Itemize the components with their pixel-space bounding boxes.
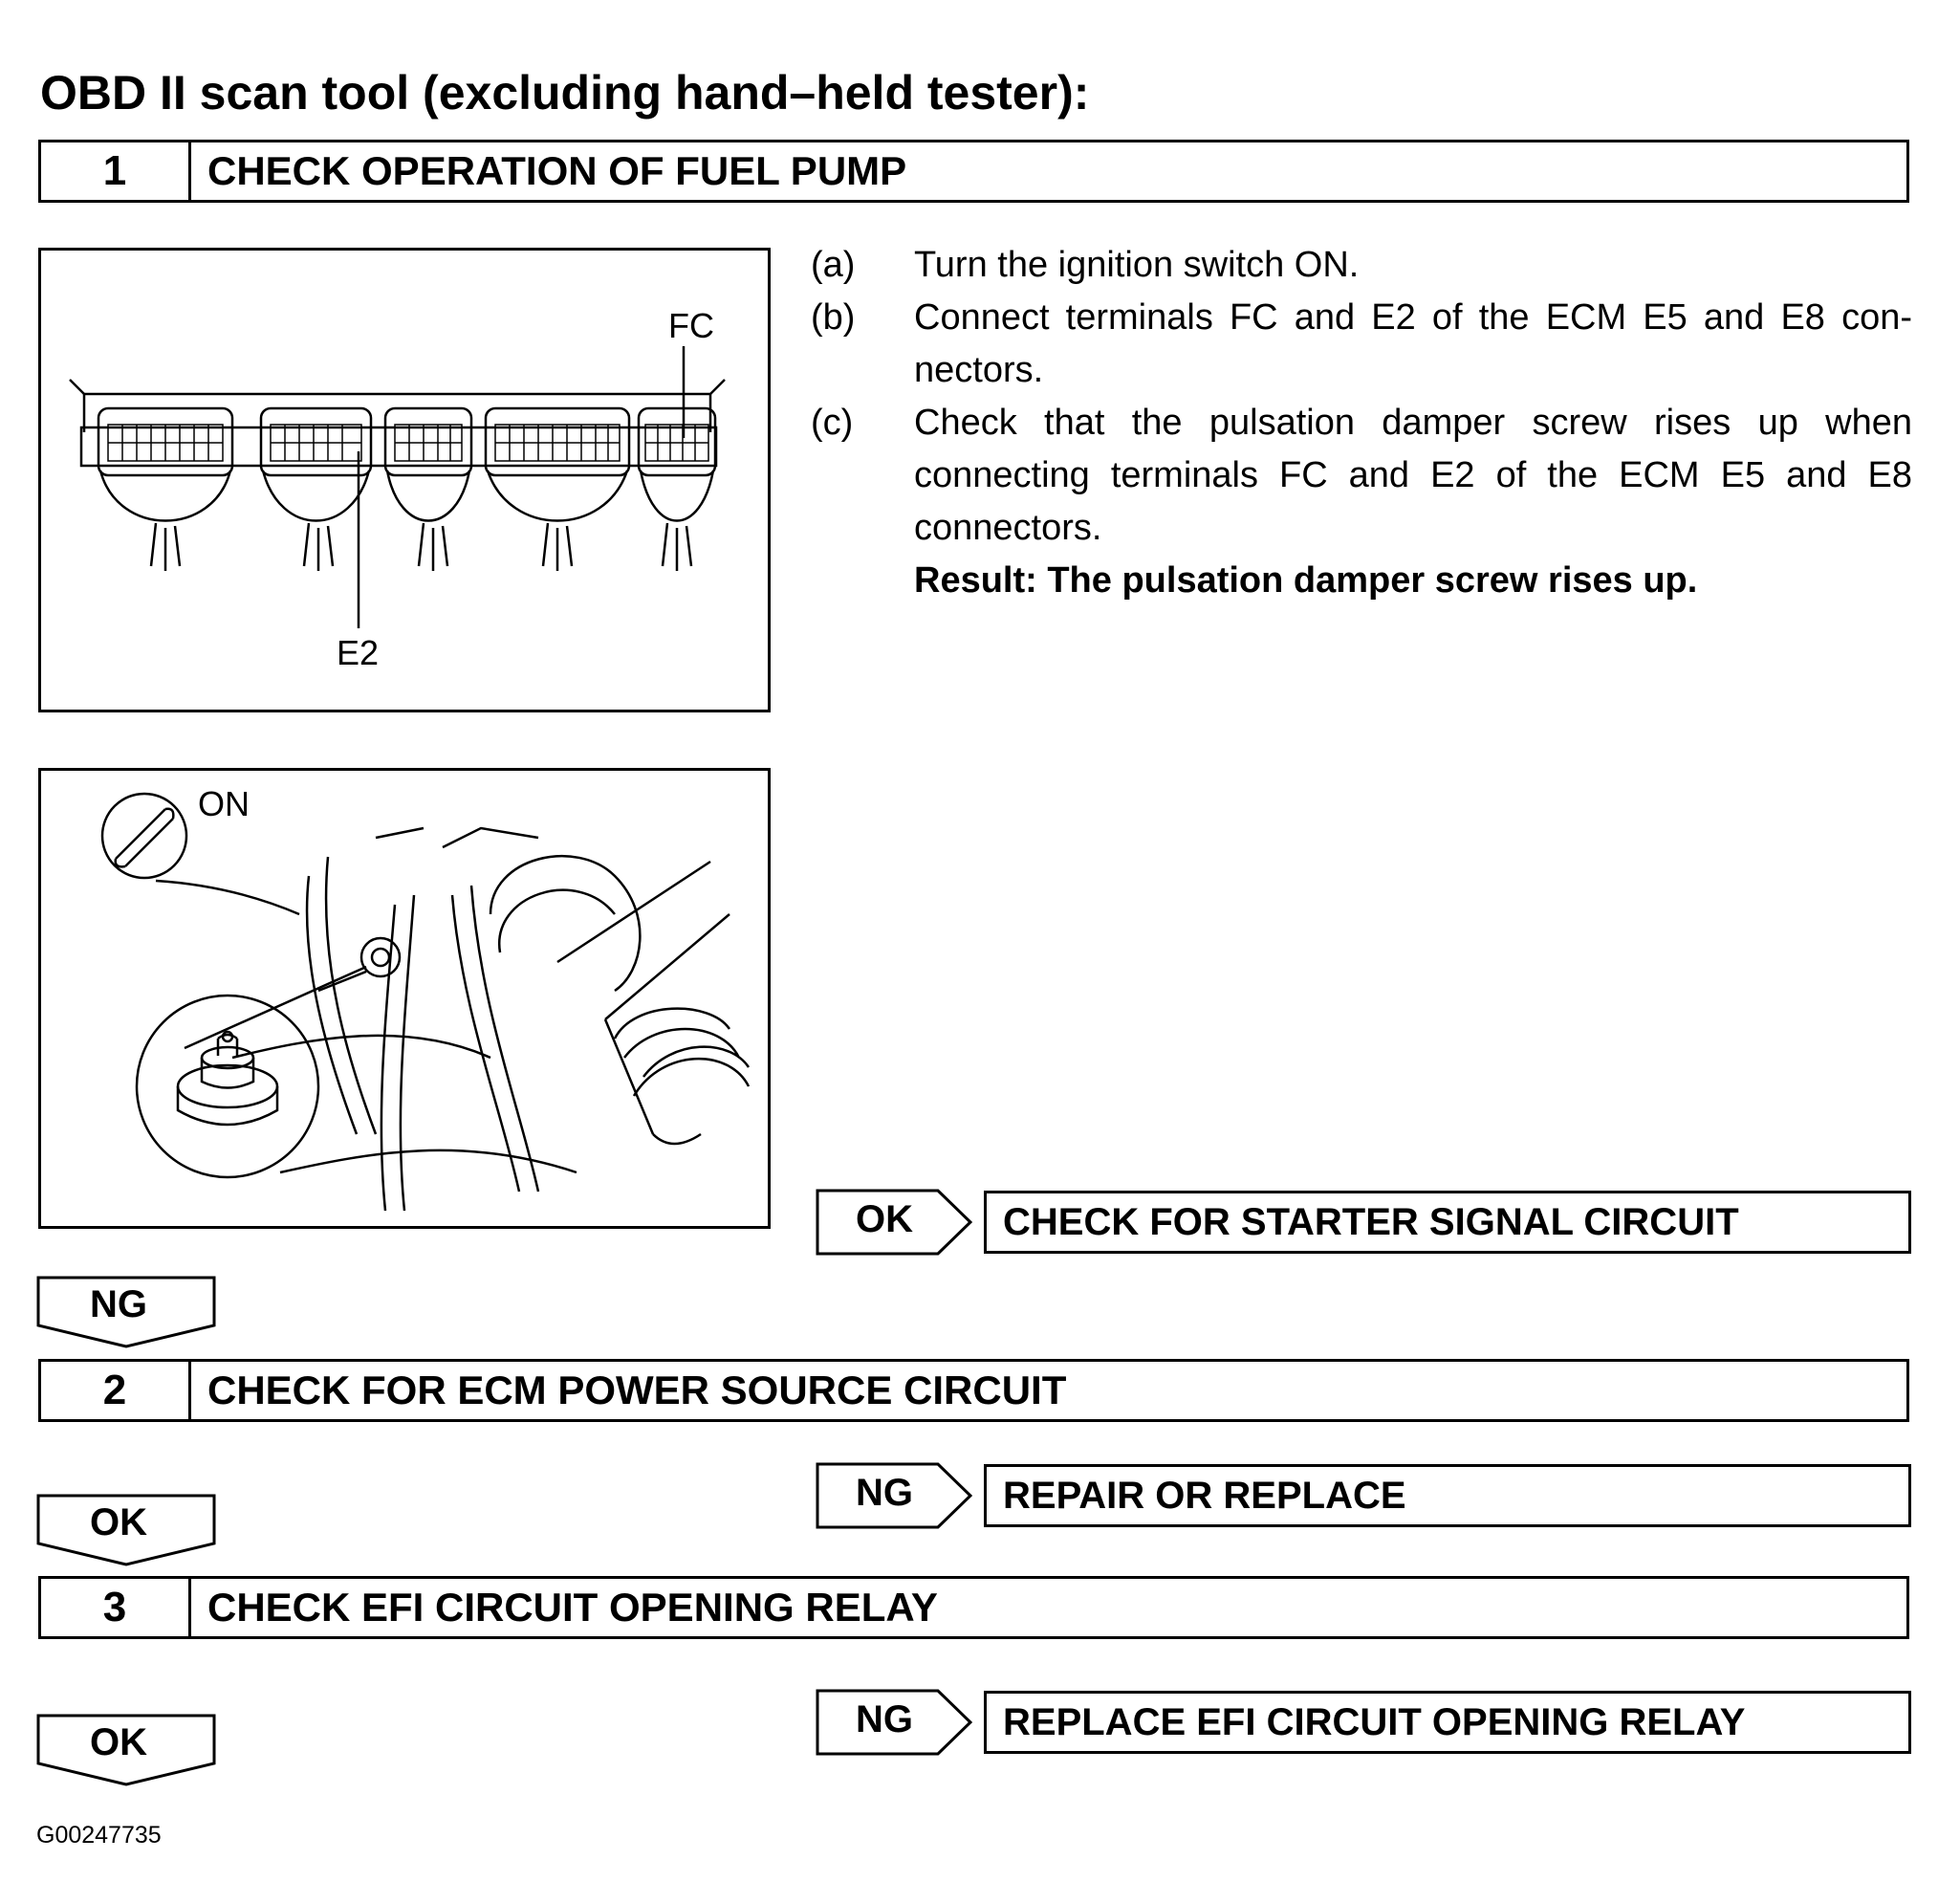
branch-target-box: CHECK FOR STARTER SIGNAL CIRCUIT	[984, 1191, 1911, 1254]
ng-branch-tag: NG	[816, 1462, 974, 1529]
figure-code: G00247735	[36, 1822, 162, 1849]
step-3-header: 3 CHECK EFI CIRCUIT OPENING RELAY	[38, 1576, 1909, 1639]
flow-tag-label: NG	[90, 1283, 147, 1325]
step-1-header: 1 CHECK OPERATION OF FUEL PUMP	[38, 140, 1909, 203]
branch-tag-label: NG	[856, 1698, 913, 1740]
instructions: (a) Turn the ignition switch ON. (b) Con…	[811, 239, 1912, 607]
step-label: CHECK FOR ECM POWER SOURCE CIRCUIT	[207, 1368, 1067, 1412]
branch-tag-label: OK	[856, 1198, 913, 1240]
branch-target-box: REPAIR OR REPLACE	[984, 1464, 1911, 1527]
instruction-a: (a) Turn the ignition switch ON.	[811, 239, 1912, 292]
branch-target-box: REPLACE EFI CIRCUIT OPENING RELAY	[984, 1691, 1911, 1754]
instruction-text: Connect terminals FC and E2 of the ECM E…	[914, 297, 1912, 390]
flow-tag-label: OK	[90, 1721, 147, 1763]
ecm-connector-figure: FC E2	[38, 248, 771, 712]
instruction-text: Turn the ignition switch ON.	[914, 245, 1360, 285]
instruction-mark: (c)	[811, 403, 854, 443]
step-2-header: 2 CHECK FOR ECM POWER SOURCE CIRCUIT	[38, 1359, 1909, 1422]
branch-tag-label: NG	[856, 1472, 913, 1514]
step-number: 3	[41, 1579, 191, 1636]
step-label: CHECK EFI CIRCUIT OPENING RELAY	[207, 1585, 938, 1630]
instruction-result-row: Result: The pulsation damper screw rises…	[811, 555, 1912, 607]
step-label: CHECK OPERATION OF FUEL PUMP	[207, 148, 907, 193]
ok-branch-tag: OK	[816, 1189, 974, 1256]
instruction-text: Check that the pulsation damper screw ri…	[914, 403, 1912, 548]
instruction-mark: (b)	[811, 297, 856, 338]
result-text: Result: The pulsation damper screw rises…	[914, 560, 1698, 601]
step-number: 1	[41, 142, 191, 200]
page-title: OBD II scan tool (excluding hand–held te…	[40, 66, 1090, 120]
engine-bay-figure: ON	[38, 768, 771, 1229]
e2-terminal-label: E2	[337, 633, 380, 672]
ng-branch-tag: NG	[816, 1689, 974, 1756]
ecm-connector-drawing	[69, 346, 726, 628]
engine-bay-drawing	[100, 792, 751, 1212]
flow-tag-label: OK	[90, 1501, 147, 1543]
ng-flow-tag: NG	[36, 1276, 218, 1348]
instruction-c: (c) Check that the pulsation damper scre…	[811, 397, 1912, 555]
ok-flow-tag: OK	[36, 1714, 218, 1786]
instruction-b: (b) Connect terminals FC and E2 of the E…	[811, 292, 1912, 397]
fc-terminal-label: FC	[668, 306, 714, 345]
ok-flow-tag: OK	[36, 1494, 218, 1566]
instruction-mark: (a)	[811, 245, 856, 285]
step-number: 2	[41, 1362, 191, 1419]
ignition-on-label: ON	[198, 784, 250, 823]
